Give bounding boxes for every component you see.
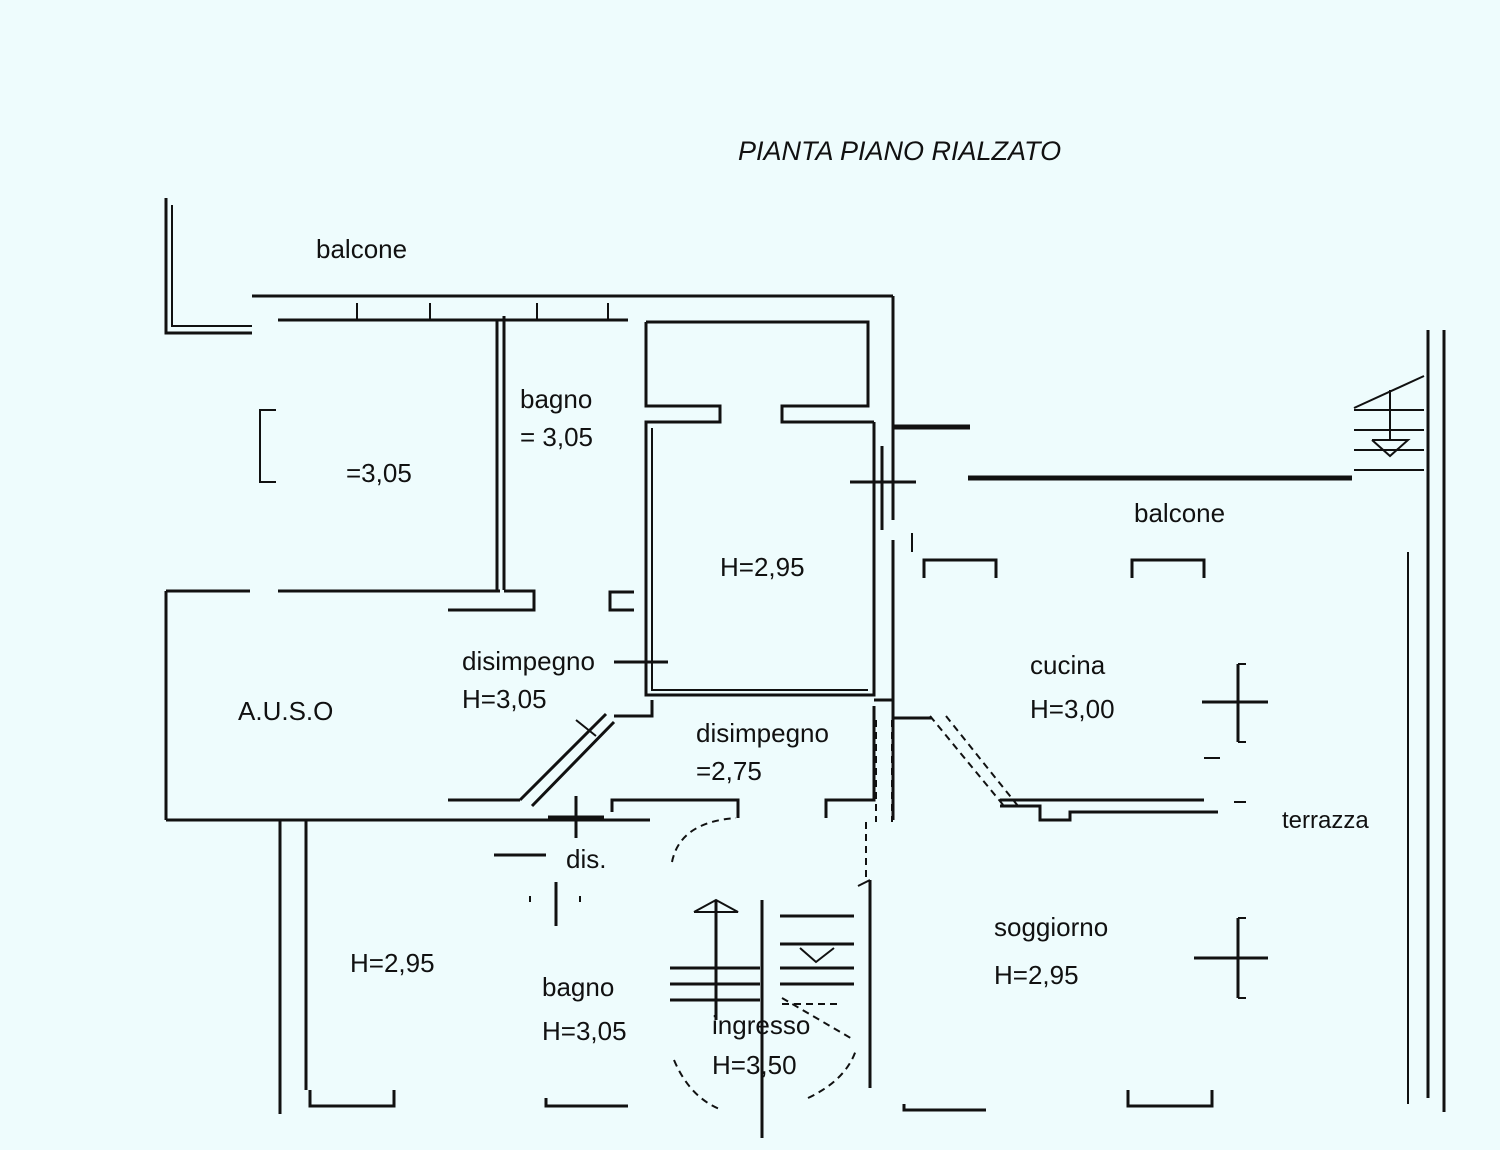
ingresso-walls xyxy=(670,817,872,1138)
bagno-top-height: = 3,05 xyxy=(520,422,593,452)
room-top-left-height: =3,05 xyxy=(346,458,412,488)
exterior-stair xyxy=(1353,330,1446,1112)
ingresso-name: ingresso xyxy=(712,1010,810,1040)
cucina-height: H=3,00 xyxy=(1030,694,1115,724)
fixture-crosses xyxy=(494,446,1268,999)
dis-label: dis. xyxy=(566,844,606,874)
central-room-walls xyxy=(608,320,876,697)
soggiorno-height: H=2,95 xyxy=(994,960,1079,990)
auso-label: A.U.S.O xyxy=(238,696,333,726)
bagno-top-name: bagno xyxy=(520,384,592,414)
cucina-name: cucina xyxy=(1030,650,1106,680)
right-section-walls xyxy=(891,424,1352,820)
disimpegno-height: H=3,05 xyxy=(462,684,547,714)
bottom-window-marks xyxy=(308,1090,1214,1112)
disimpegno-name: disimpegno xyxy=(462,646,595,676)
balcone-right-label: balcone xyxy=(1134,498,1225,528)
disimpegno2-height: =2,75 xyxy=(696,756,762,786)
bagno-bottom-name: bagno xyxy=(542,972,614,1002)
kitchen-living-divider xyxy=(1000,757,1246,822)
room-top-left-walls xyxy=(166,316,536,612)
disimpegno-walls xyxy=(518,698,1019,822)
room-auso-walls xyxy=(164,591,520,1114)
plan-title: PIANTA PIANO RIALZATO xyxy=(738,136,1061,166)
center-room-height: H=2,95 xyxy=(720,552,805,582)
soggiorno-name: soggiorno xyxy=(994,912,1108,942)
balcony-railing-left xyxy=(164,198,252,335)
bottom-left-height: H=2,95 xyxy=(350,948,435,978)
balcone-top-left-label: balcone xyxy=(316,234,407,264)
bagno-bottom-height: H=3,05 xyxy=(542,1016,627,1046)
disimpegno2-name: disimpegno xyxy=(696,718,829,748)
ingresso-height: H=3,50 xyxy=(712,1050,797,1080)
terrazza-label: terrazza xyxy=(1282,807,1369,834)
